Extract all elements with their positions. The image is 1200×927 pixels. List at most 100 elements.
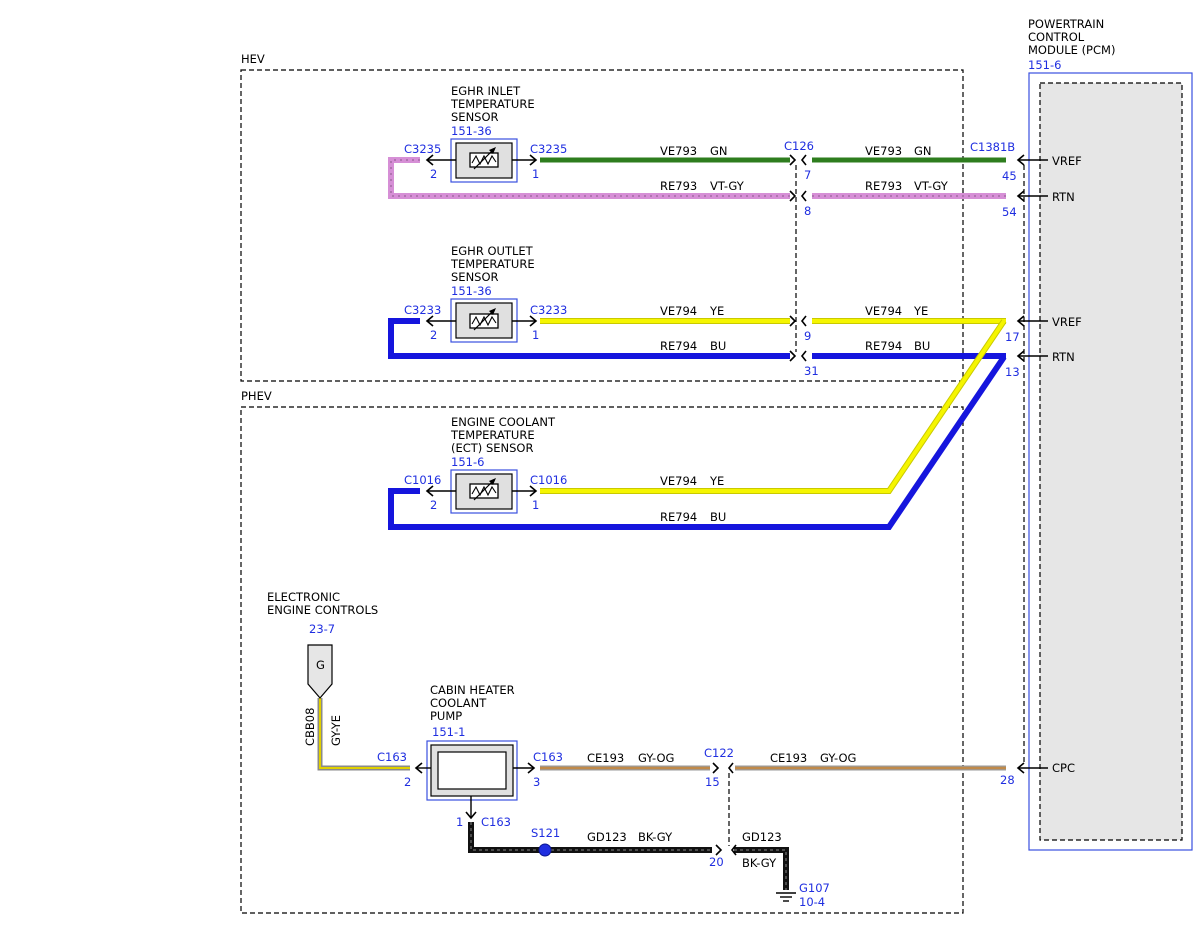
wire-re794-b-color: BU bbox=[914, 339, 930, 353]
pcm-pin-chevron bbox=[1016, 315, 1025, 327]
splice-id: S121 bbox=[531, 826, 560, 840]
connector-c126-id: C126 bbox=[784, 139, 814, 153]
connector-c126: C126 7 8 9 31 bbox=[784, 139, 819, 378]
wire-re794-c-circuit: RE794 bbox=[660, 510, 697, 524]
pcm-body bbox=[1039, 82, 1183, 841]
wire-ve793-b-color: GN bbox=[914, 144, 932, 158]
phev-group-box bbox=[240, 406, 964, 914]
wire-ce193-a-circuit: CE193 bbox=[587, 751, 624, 765]
eghr-inlet-pin-1: 1 bbox=[532, 167, 539, 181]
connector-c126-pin bbox=[789, 154, 797, 166]
eec-label-2: ENGINE CONTROLS bbox=[267, 603, 378, 617]
thermistor-zigzag-icon bbox=[471, 485, 497, 497]
pump-pin-left bbox=[414, 762, 423, 774]
pcm-pin-chevron bbox=[1016, 154, 1025, 166]
eghr-outlet-pin-2: 2 bbox=[430, 328, 437, 342]
variable-arrowhead-icon bbox=[489, 147, 496, 154]
pcm-pin-54: 54 bbox=[1002, 205, 1017, 219]
connector-c126-pin bbox=[789, 350, 797, 362]
wire-ve794-b-color: YE bbox=[913, 304, 928, 318]
eghr-inlet-label-1: EGHR INLET bbox=[451, 84, 521, 98]
pump-pin-3: 3 bbox=[533, 775, 540, 789]
wire-re794-a bbox=[388, 318, 790, 359]
pump-ref: 151-1 bbox=[432, 725, 465, 739]
connector-c122-pin-20: 20 bbox=[709, 855, 724, 869]
wire-gd123-a-circuit: GD123 bbox=[587, 830, 627, 844]
pcm-pin-chevron bbox=[1016, 350, 1025, 362]
thermistor-icon bbox=[469, 483, 499, 499]
connector-c126-pin bbox=[800, 190, 807, 202]
wire-re793-a-color: VT-GY bbox=[710, 179, 745, 193]
eghr-inlet-sensor: EGHR INLET TEMPERATURE SENSOR 151-36 C32… bbox=[404, 84, 567, 183]
connector-c122-pin bbox=[712, 762, 720, 774]
splice-s121: S121 bbox=[531, 826, 560, 857]
connector-c122-pin bbox=[715, 844, 723, 856]
eec-ref: 23-7 bbox=[309, 622, 335, 636]
eec-terminal-label: G bbox=[316, 658, 325, 672]
cabin-heater-coolant-pump: CABIN HEATER COOLANT PUMP 151-1 C163 C16… bbox=[377, 683, 563, 829]
hev-group-box bbox=[240, 69, 964, 382]
eghr-outlet-pin-right bbox=[529, 315, 538, 327]
wire-cbb08-color: GY-YE bbox=[329, 715, 343, 746]
connector-c126-pin-31: 31 bbox=[804, 364, 819, 378]
ect-ref: 151-6 bbox=[451, 455, 484, 469]
pcm-pin-chevron bbox=[1016, 762, 1025, 774]
pcm-pin-45: 45 bbox=[1002, 169, 1017, 183]
wire-gd123-b-color: BK-GY bbox=[742, 856, 777, 870]
pump-pin-bottom bbox=[465, 811, 477, 820]
eghr-outlet-conn-left: C3233 bbox=[404, 303, 441, 317]
connector-c122: C122 15 20 bbox=[704, 746, 737, 869]
eghr-outlet-ref: 151-36 bbox=[451, 284, 492, 298]
pcm-signal-rtn-2: RTN bbox=[1052, 350, 1075, 364]
ect-pin-right bbox=[529, 485, 538, 497]
connector-c126-pin-8: 8 bbox=[804, 204, 811, 218]
electronic-engine-controls: ELECTRONIC ENGINE CONTROLS 23-7 G bbox=[267, 590, 378, 699]
wire-re793-b-color: VT-GY bbox=[914, 179, 949, 193]
wire-gd123-b-stripe bbox=[734, 849, 787, 890]
thermistor-icon bbox=[469, 313, 499, 329]
variable-arrowhead-icon bbox=[489, 478, 496, 485]
pump-pin-right bbox=[527, 762, 536, 774]
pcm-title-line-2: CONTROL bbox=[1028, 30, 1085, 44]
eghr-inlet-label-3: SENSOR bbox=[451, 110, 499, 124]
wire-re794-b-circuit: RE794 bbox=[865, 339, 902, 353]
eec-label-1: ELECTRONIC bbox=[267, 590, 340, 604]
wire-ve794-a-color: YE bbox=[709, 304, 724, 318]
wire-gd123-a-color: BK-GY bbox=[638, 830, 673, 844]
eec-terminal-shape bbox=[307, 644, 333, 699]
connector-c126-pin bbox=[789, 315, 797, 327]
ect-pin-1: 1 bbox=[532, 498, 539, 512]
pump-label-2: COOLANT bbox=[430, 696, 487, 710]
connector-c126-pin-7: 7 bbox=[804, 168, 811, 182]
wire-labels: VE793 GN VE793 GN RE793 VT-GY RE793 VT-G… bbox=[303, 144, 949, 870]
ect-pin-left bbox=[425, 485, 434, 497]
wire-ce193-a-color: GY-OG bbox=[638, 751, 674, 765]
eghr-outlet-label-2: TEMPERATURE bbox=[450, 257, 535, 271]
eghr-inlet-pin-2: 2 bbox=[430, 167, 437, 181]
wire-cbb08-circuit: CBB08 bbox=[303, 708, 317, 746]
wire-re793-a-circuit: RE793 bbox=[660, 179, 697, 193]
eghr-inlet-conn-left: C3235 bbox=[404, 142, 441, 156]
pcm-signal-cpc: CPC bbox=[1052, 761, 1075, 775]
pcm-pin-17: 17 bbox=[1005, 330, 1020, 344]
wire-gd123-a-stripe bbox=[470, 822, 712, 851]
pcm-pin-13: 13 bbox=[1005, 365, 1020, 379]
pcm-signal-vref-1: VREF bbox=[1052, 154, 1082, 168]
connector-c122-pin-15: 15 bbox=[705, 775, 720, 789]
wire-ve793-b-circuit: VE793 bbox=[865, 144, 902, 158]
wire-ve793-a-circuit: VE793 bbox=[660, 144, 697, 158]
wire-gd123-b-circuit: GD123 bbox=[742, 830, 782, 844]
eghr-inlet-conn-right: C3235 bbox=[530, 142, 567, 156]
wire-re793-b-circuit: RE793 bbox=[865, 179, 902, 193]
ect-conn-right: C1016 bbox=[530, 473, 567, 487]
pump-inner bbox=[437, 751, 507, 790]
pump-pin-1: 1 bbox=[456, 815, 463, 829]
eghr-outlet-pin-left bbox=[425, 315, 434, 327]
pcm-title-line-1: POWERTRAIN bbox=[1028, 17, 1104, 31]
pcm-pin-28: 28 bbox=[1000, 773, 1015, 787]
pcm-connector-id: C1381B bbox=[970, 140, 1015, 154]
pump-pin-2: 2 bbox=[404, 775, 411, 789]
thermistor-icon bbox=[469, 152, 499, 168]
eghr-inlet-pin-right bbox=[529, 154, 538, 166]
